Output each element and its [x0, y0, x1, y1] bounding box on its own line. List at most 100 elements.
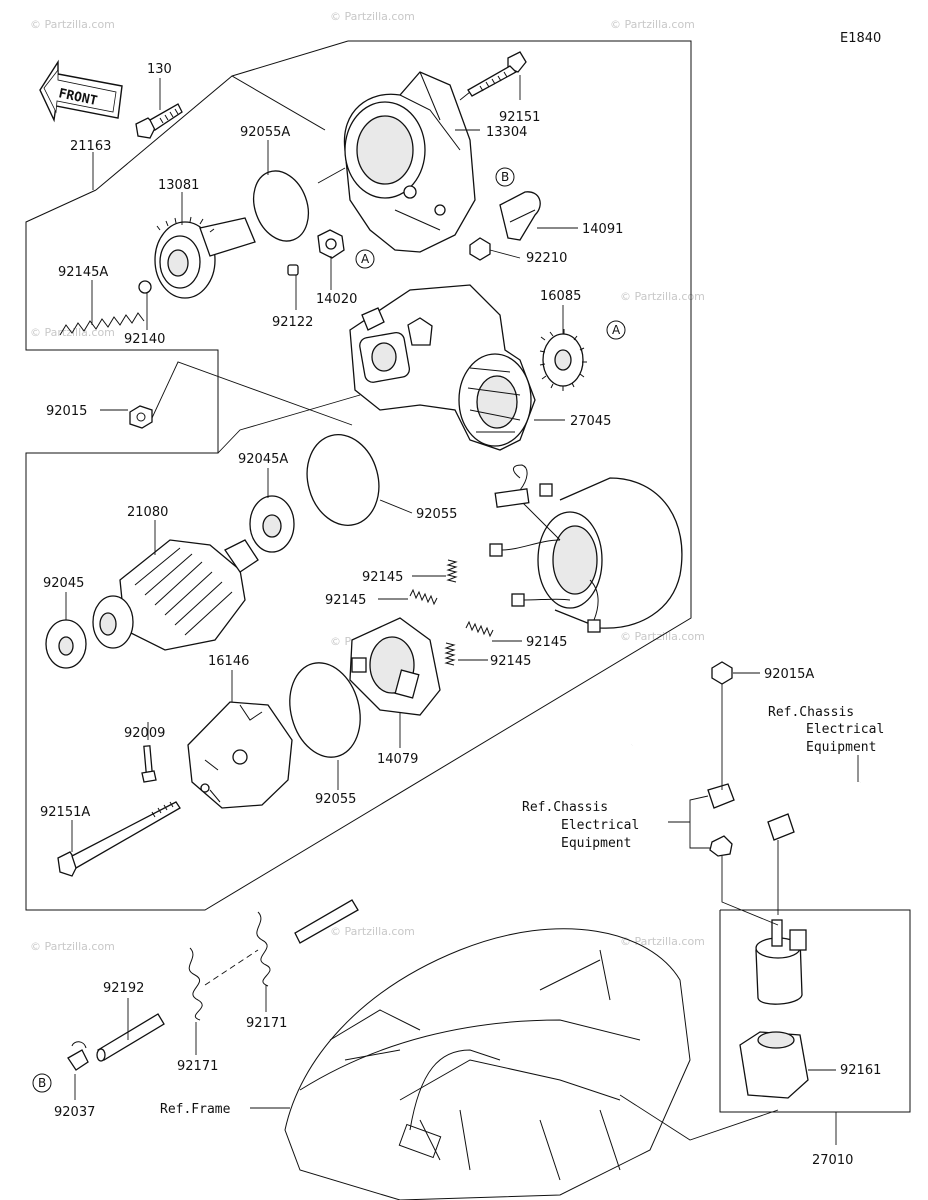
part-label-13081[interactable]: 13081 [158, 178, 199, 193]
part-label-92015[interactable]: 92015 [46, 404, 87, 419]
part-label-92145A[interactable]: 92145A [58, 265, 108, 280]
part-label-92015A[interactable]: 92015A [764, 667, 814, 682]
diagram-code: E1840 [840, 31, 881, 46]
part-labels: 130 21163 92055A 13081 92145A 92140 9212… [40, 62, 881, 1168]
part-label-16146[interactable]: 16146 [208, 654, 249, 669]
clutch-13081-shape [154, 216, 256, 299]
part-label-92055-mid[interactable]: 92055 [416, 507, 457, 522]
ref-chassis-left: Ref.Chassis Electrical Equipment [522, 800, 639, 851]
part-label-130[interactable]: 130 [147, 62, 172, 77]
clip-centerline [204, 949, 259, 986]
watermark: © Partzilla.com [620, 935, 705, 948]
assembly-frame-inner [95, 75, 326, 191]
part-label-92145-3[interactable]: 92145 [526, 635, 567, 650]
watermark: © Partzilla.com [620, 290, 705, 303]
battery-cable-shape [631, 712, 862, 857]
part-label-92145-1[interactable]: 92145 [362, 570, 403, 585]
part-label-92122[interactable]: 92122 [272, 315, 313, 330]
spring-92145A-shape [59, 312, 145, 336]
svg-text:A: A [612, 323, 621, 337]
svg-text:Electrical: Electrical [561, 818, 639, 833]
spring-92145-2-shape [409, 588, 438, 606]
oring-92055A-shape [252, 170, 310, 242]
svg-text:Equipment: Equipment [561, 836, 631, 851]
armature-21080-shape [92, 539, 259, 651]
svg-text:Equipment: Equipment [806, 740, 876, 755]
yoke-assembly-shape [489, 464, 683, 633]
part-label-27045[interactable]: 27045 [570, 414, 611, 429]
relay-frame [719, 909, 911, 1113]
ref-frame: Ref.Frame [160, 1102, 231, 1117]
part-label-92192[interactable]: 92192 [103, 981, 144, 996]
watermark: © Partzilla.com [330, 925, 415, 938]
relay-27010-shape [755, 919, 807, 1005]
watermark: © Partzilla.com [610, 18, 695, 31]
svg-text:Ref.Chassis: Ref.Chassis [522, 800, 608, 815]
part-label-92145-2[interactable]: 92145 [325, 593, 366, 608]
part-label-92151[interactable]: 92151 [499, 110, 540, 125]
watermark: © Partzilla.com [330, 10, 415, 23]
part-label-92145-4[interactable]: 92145 [490, 654, 531, 669]
housing-13304-shape [343, 71, 476, 253]
callout-b-bottom[interactable]: B [32, 1073, 52, 1093]
bearing-92045A-shape [249, 495, 295, 553]
part-label-21080[interactable]: 21080 [127, 505, 168, 520]
leader-lines [65, 75, 859, 1145]
svg-text:Electrical: Electrical [806, 722, 884, 737]
clip-92171-a-shape [188, 947, 203, 1021]
callout-b-top[interactable]: B [495, 167, 515, 187]
watermark: © Partzilla.com [620, 630, 705, 643]
ball-92140-shape [138, 280, 152, 294]
vehicle-frame-shape [284, 928, 691, 1200]
clamp-92037-shape [67, 1041, 89, 1071]
cap-14091-shape [499, 191, 541, 241]
gear-14020-shape [317, 229, 345, 259]
svg-text:B: B [38, 1076, 46, 1090]
part-label-92037[interactable]: 92037 [54, 1105, 95, 1120]
spring-92145-3-shape [465, 620, 494, 638]
pin-92122-shape [287, 264, 299, 276]
clip-92171-b-shape [256, 911, 271, 987]
brush-holder-14079-shape [349, 617, 441, 716]
ref-chassis-right: Ref.Chassis Electrical Equipment [768, 705, 884, 755]
part-label-92140[interactable]: 92140 [124, 332, 165, 347]
part-label-14079[interactable]: 14079 [377, 752, 418, 767]
spring-92145-1-shape [446, 559, 458, 583]
watermark: © Partzilla.com [30, 940, 115, 953]
assembly-frame-top [231, 40, 349, 77]
part-label-92045A[interactable]: 92045A [238, 452, 288, 467]
cover-16146-shape [187, 701, 293, 809]
bolt-92151A-shape [57, 801, 181, 877]
part-label-92171-a[interactable]: 92171 [177, 1059, 218, 1074]
svg-text:B: B [501, 170, 509, 184]
part-label-92055-low[interactable]: 92055 [315, 792, 356, 807]
callout-a-right[interactable]: A [606, 320, 626, 340]
part-label-21163[interactable]: 21163 [70, 139, 111, 154]
part-label-27010[interactable]: 27010 [812, 1153, 853, 1168]
part-label-14020[interactable]: 14020 [316, 292, 357, 307]
part-label-16085[interactable]: 16085 [540, 289, 581, 304]
part-label-14091[interactable]: 14091 [582, 222, 623, 237]
part-label-92210[interactable]: 92210 [526, 251, 567, 266]
spring-92145-4-shape [444, 642, 456, 666]
part-label-92009[interactable]: 92009 [124, 726, 165, 741]
part-label-13304[interactable]: 13304 [486, 125, 527, 140]
pipe-92192-shape [96, 1013, 165, 1062]
bearing-92045-shape [45, 619, 87, 669]
gear-16085-shape [539, 329, 587, 391]
part-label-92161[interactable]: 92161 [840, 1063, 881, 1078]
nut-92015A-shape [711, 661, 733, 685]
part-label-92055A[interactable]: 92055A [240, 125, 290, 140]
nut-92210-shape [469, 237, 491, 261]
watermark: © Partzilla.com [30, 18, 115, 31]
part-label-92045[interactable]: 92045 [43, 576, 84, 591]
pipe-upper-shape [294, 899, 359, 944]
bolt-130-shape [135, 103, 183, 139]
screw-92009-shape [141, 745, 157, 783]
callout-a-top[interactable]: A [355, 249, 375, 269]
svg-text:Ref.Chassis: Ref.Chassis [768, 705, 854, 720]
housing-27045-shape [349, 284, 536, 451]
part-label-92171-b[interactable]: 92171 [246, 1016, 287, 1031]
part-label-92151A[interactable]: 92151A [40, 805, 90, 820]
oring-92055-low-shape [289, 662, 361, 758]
